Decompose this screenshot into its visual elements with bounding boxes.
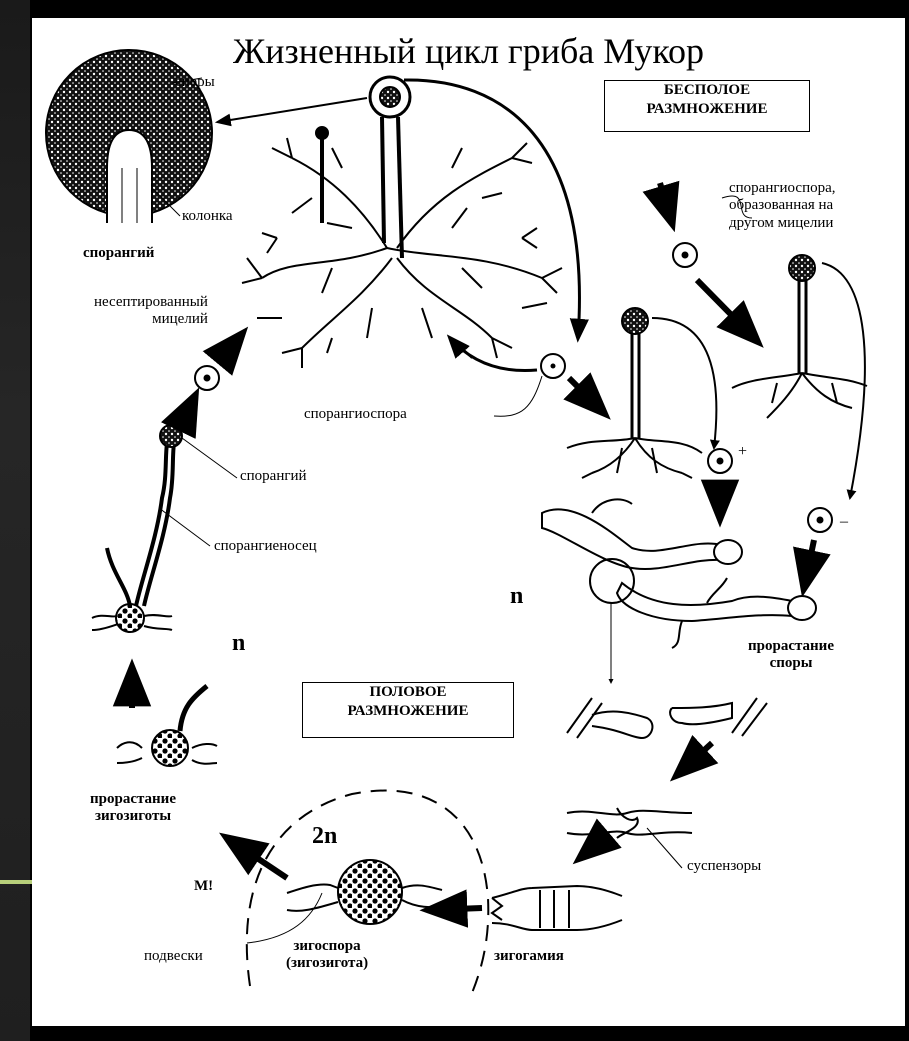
diagram-sheet: Жизненный цикл гриба Мукор БЕСПОЛОЕ РАЗМ… [32,18,905,1026]
sexual-box-line1: ПОЛОВОЕ [303,683,513,702]
mycelium-label-line2: мицелий [94,311,208,328]
sporangiophore-drawing [92,334,242,632]
two-n-diploid: 2n [312,823,337,851]
asexual-reproduction-box: БЕСПОЛОЕ РАЗМНОЖЕНИЕ [604,80,810,132]
zygospore-label: зигоспора (зигозигота) [286,938,368,973]
suspensors-label: суспензоры [687,858,761,875]
left-background-strip [0,0,30,1041]
sporangiospore-other-line2: образованная на [729,197,836,214]
mycelium-drawing [242,77,562,368]
sexual-box-line2: РАЗМНОЖЕНИЕ [303,702,513,721]
sporangium-label: спорангий [240,468,307,485]
gametangia-drawing [567,698,767,775]
minus-mating-type: – [840,513,848,531]
plus-spore [708,449,732,518]
asexual-box-line2: РАЗМНОЖЕНИЕ [605,100,809,119]
zygogamy-drawing [429,886,622,930]
small-mycelium-1 [567,308,716,478]
sporangiophore-label: спорангиеносец [214,538,317,555]
zygote-germination-label: прорастание зигозиготы [90,791,176,826]
spore-germination-line2: споры [748,655,834,672]
zygospore-label-line2: (зигозигота) [286,955,368,972]
spore-germination-line1: прорастание [748,638,834,655]
mycelium-label: несептированный мицелий [94,294,208,329]
arrow-to-sporangium [218,98,367,122]
sporangiospore-center [494,354,604,416]
minus-spore [804,508,832,588]
plus-mating-type: + [738,443,747,461]
n-haploid-left: n [232,630,245,658]
sporangiospore-other-line3: другом мицелии [729,215,836,232]
suspensors-drawing [567,808,692,868]
sporangiospore-other-line1: спорангиоспора, [729,180,836,197]
diagram-title: Жизненный цикл гриба Мукор [32,30,905,72]
life-cycle-drawing [32,18,905,1026]
spore-germination-label: прорастание споры [748,638,834,673]
sporangiospore-label: спорангиоспора [304,406,407,423]
asexual-box-line1: БЕСПОЛОЕ [605,81,809,100]
zygote-germination-line1: прорастание [90,791,176,808]
pendants-label: подвески [144,948,203,965]
mycelium-label-line1: несептированный [94,294,208,311]
column-label: колонка [182,208,233,225]
zygote-germination-line2: зигозиготы [90,808,176,825]
n-haploid-right: n [510,583,523,611]
zygogamy-label: зигогамия [494,948,564,965]
spores-label: споры [175,74,215,91]
zygote-germination-drawing [117,668,217,766]
meiosis-label: М! [194,878,213,895]
sporangiospore-other-label: спорангиоспора, образованная на другом м… [729,180,836,232]
zygospore-label-line1: зигоспора [286,938,368,955]
sporangium-top-label: спорангий [83,245,154,262]
green-accent-line [0,880,34,884]
sexual-reproduction-box: ПОЛОВОЕ РАЗМНОЖЕНИЕ [302,682,514,738]
